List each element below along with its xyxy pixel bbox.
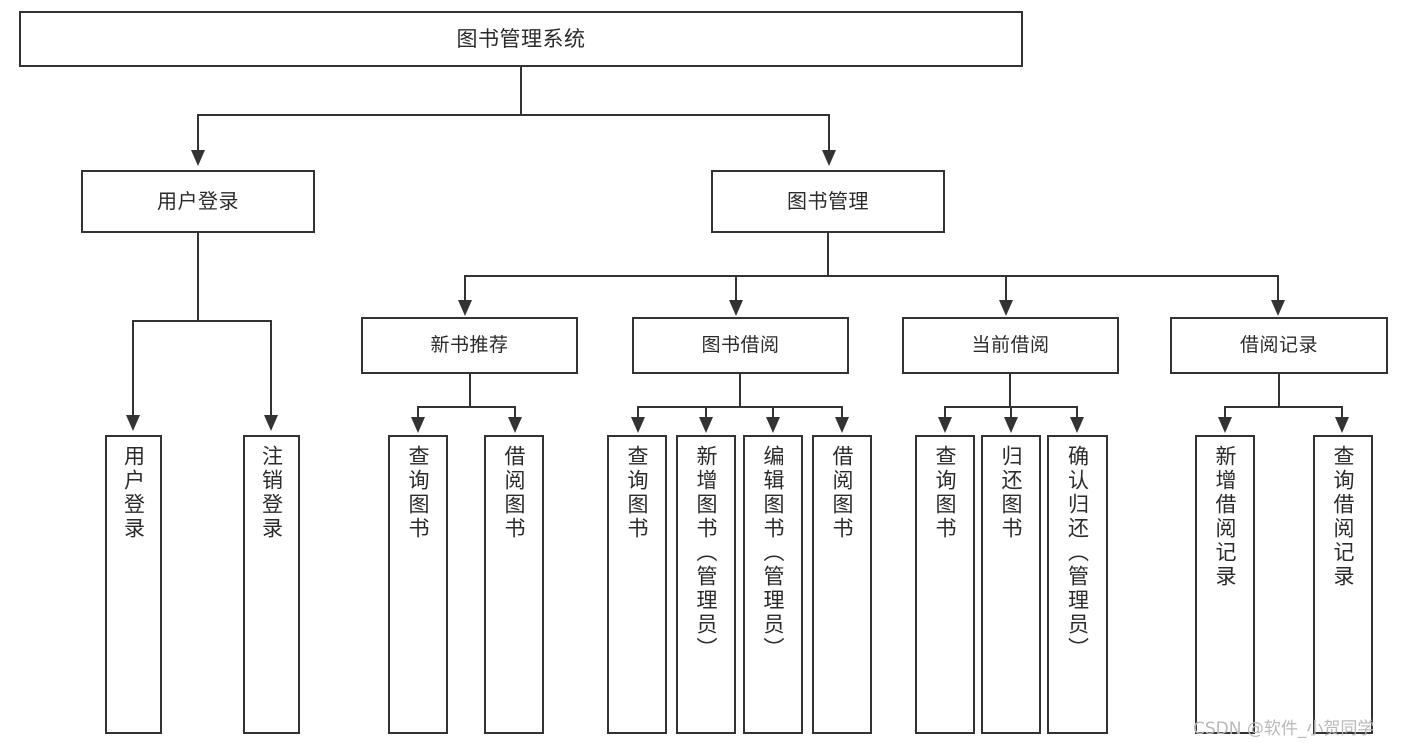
node-label: 查询图书 — [933, 445, 958, 541]
leaf-user-login-login[interactable]: 用户登录 — [105, 435, 162, 734]
arrowhead-user-login — [191, 150, 205, 166]
node-label: 借阅图书 — [502, 445, 527, 541]
leaf-book-borrow-query[interactable]: 查询图书 — [607, 435, 667, 734]
node-label: 新书推荐 — [430, 334, 509, 357]
arrowhead-book-borrow — [729, 300, 743, 316]
leaf-new-book-borrow[interactable]: 借阅图书 — [484, 435, 544, 734]
arrowhead-leaf-c1 — [938, 417, 952, 433]
node-label: 当前借阅 — [971, 334, 1050, 357]
connector-book-mgmt-stem — [827, 233, 829, 276]
connector-drop-leaf-r1 — [1224, 406, 1226, 420]
node-label: 借阅图书 — [830, 445, 855, 541]
connector-drop-borrow-record — [1277, 275, 1279, 302]
connector-drop-leaf-b4 — [841, 406, 843, 420]
connector-drop-leaf-u2 — [270, 320, 272, 417]
connector-drop-leaf-b1 — [637, 406, 639, 420]
node-book-management[interactable]: 图书管理 — [711, 170, 945, 233]
connector-drop-leaf-c2 — [1010, 406, 1012, 420]
leaf-new-book-query[interactable]: 查询图书 — [388, 435, 448, 734]
node-current-borrow[interactable]: 当前借阅 — [902, 317, 1119, 374]
node-label: 归还图书 — [999, 445, 1024, 541]
connector-root-stem — [520, 67, 522, 115]
node-label: 图书管理系统 — [456, 26, 586, 51]
connector-drop-book-borrow — [735, 275, 737, 302]
arrowhead-leaf-b2 — [699, 417, 713, 433]
connector-drop-book-mgmt — [828, 114, 830, 152]
leaf-current-borrow-return[interactable]: 归还图书 — [981, 435, 1041, 734]
leaf-book-borrow-add[interactable]: 新增图书（管理员） — [676, 435, 736, 734]
node-label: 新增借阅记录 — [1213, 445, 1238, 589]
arrowhead-leaf-c3 — [1070, 417, 1084, 433]
leaf-current-borrow-query[interactable]: 查询图书 — [915, 435, 975, 734]
connector-new-book-bus — [417, 406, 516, 408]
leaf-borrow-record-add[interactable]: 新增借阅记录 — [1195, 435, 1255, 734]
arrowhead-current-borrow — [999, 300, 1013, 316]
connector-drop-leaf-u1 — [132, 320, 134, 417]
arrowhead-leaf-c2 — [1004, 417, 1018, 433]
node-label: 查询图书 — [625, 445, 650, 541]
arrowhead-leaf-b1 — [631, 417, 645, 433]
node-label: 借阅记录 — [1239, 334, 1318, 357]
node-book-borrow[interactable]: 图书借阅 — [632, 317, 849, 374]
connector-borrow-record-bus — [1224, 406, 1343, 408]
leaf-borrow-record-query[interactable]: 查询借阅记录 — [1313, 435, 1373, 734]
connector-drop-user-login — [197, 114, 199, 152]
connector-drop-new-book — [464, 275, 466, 302]
node-borrow-record[interactable]: 借阅记录 — [1170, 317, 1388, 374]
connector-borrow-record-stem — [1278, 374, 1280, 408]
arrowhead-leaf-b3 — [766, 417, 780, 433]
node-label: 确认归还（管理员） — [1065, 445, 1090, 661]
connector-user-login-stem — [197, 233, 199, 321]
connector-drop-leaf-n2 — [514, 406, 516, 420]
csdn-watermark: CSDN @软件_小贺同学 — [1193, 719, 1375, 739]
node-label: 图书管理 — [787, 188, 869, 213]
node-label: 注销登录 — [259, 445, 284, 541]
arrowhead-leaf-u2 — [264, 415, 278, 431]
node-label: 编辑图书（管理员） — [761, 445, 786, 661]
arrowhead-leaf-u1 — [126, 415, 140, 431]
connector-user-login-bus — [132, 320, 271, 322]
arrowhead-leaf-r2 — [1335, 417, 1349, 433]
connector-root-bus — [197, 114, 830, 116]
arrowhead-leaf-n2 — [508, 417, 522, 433]
arrowhead-leaf-b4 — [835, 417, 849, 433]
node-label: 新增图书（管理员） — [694, 445, 719, 661]
arrowhead-new-book — [458, 300, 472, 316]
node-label: 查询图书 — [406, 445, 431, 541]
leaf-book-borrow-borrow[interactable]: 借阅图书 — [812, 435, 872, 734]
node-label: 查询借阅记录 — [1331, 445, 1356, 589]
arrowhead-borrow-record — [1271, 300, 1285, 316]
connector-drop-current-borrow — [1005, 275, 1007, 302]
leaf-current-borrow-confirm[interactable]: 确认归还（管理员） — [1047, 435, 1108, 734]
arrowhead-leaf-r1 — [1218, 417, 1232, 433]
arrowhead-book-mgmt — [822, 150, 836, 166]
connector-new-book-stem — [469, 374, 471, 408]
connector-drop-leaf-b3 — [772, 406, 774, 420]
connector-drop-leaf-n1 — [417, 406, 419, 420]
connector-drop-leaf-c1 — [944, 406, 946, 420]
connector-book-borrow-bus — [637, 406, 843, 408]
node-label: 图书借阅 — [701, 334, 780, 357]
connector-drop-leaf-r2 — [1341, 406, 1343, 420]
node-root-system[interactable]: 图书管理系统 — [19, 11, 1023, 67]
node-new-book-recommend[interactable]: 新书推荐 — [361, 317, 578, 374]
leaf-user-login-logout[interactable]: 注销登录 — [243, 435, 300, 734]
connector-book-borrow-stem — [739, 374, 741, 408]
node-label: 用户登录 — [157, 188, 239, 213]
node-label: 用户登录 — [121, 445, 146, 541]
connector-current-borrow-stem — [1009, 374, 1011, 408]
arrowhead-leaf-n1 — [411, 417, 425, 433]
node-user-login[interactable]: 用户登录 — [81, 170, 315, 233]
leaf-book-borrow-edit[interactable]: 编辑图书（管理员） — [743, 435, 803, 734]
connector-book-mgmt-bus — [464, 275, 1279, 277]
connector-drop-leaf-b2 — [705, 406, 707, 420]
connector-drop-leaf-c3 — [1076, 406, 1078, 420]
